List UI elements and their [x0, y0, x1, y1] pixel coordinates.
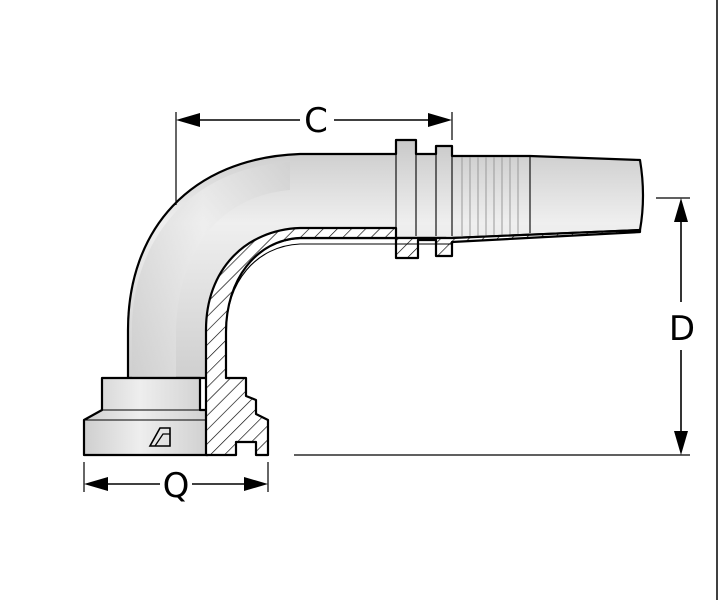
dimension-d-label: D [669, 309, 695, 349]
dimension-q: Q [83, 462, 269, 506]
flange [82, 376, 210, 457]
dimension-c-label: C [304, 101, 328, 141]
dimension-c: C [175, 101, 453, 205]
manufacturer-logo-icon [148, 427, 171, 447]
cross-section [204, 226, 642, 457]
dimension-q-label: Q [163, 466, 190, 506]
dimension-d: D [294, 197, 695, 456]
hose-tail-ribs [395, 154, 531, 236]
